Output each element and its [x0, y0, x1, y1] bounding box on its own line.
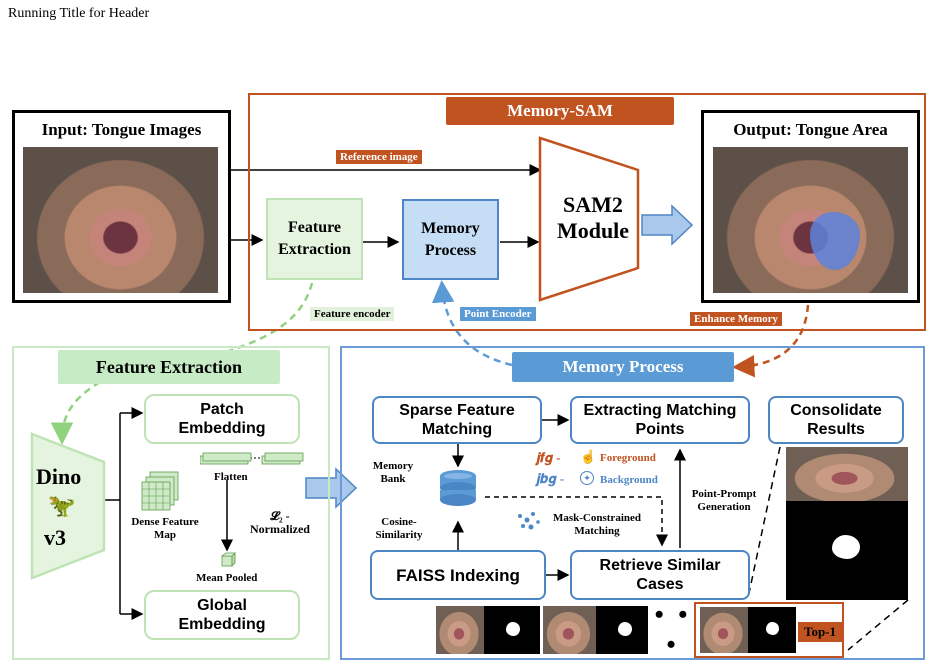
more-results-ellipsis: • • • — [654, 600, 692, 659]
database-icon — [440, 470, 476, 506]
retrieve-similar-cases-label: Retrieve Similar Cases — [599, 557, 721, 593]
retrieved-mask-1 — [484, 606, 540, 654]
point-encoder-arrow — [431, 280, 513, 367]
scatter-dots-icon — [518, 512, 540, 530]
feature-extraction-title: Feature Extraction — [58, 350, 280, 384]
output-tongue-image — [713, 147, 908, 293]
top1-mask — [748, 607, 796, 653]
l2-normalized-label: 𝓛₂ - Normalized — [250, 509, 310, 536]
background-label: Background — [600, 474, 658, 486]
top1-frame — [694, 602, 844, 658]
running-title: Running Title for Header — [8, 6, 150, 21]
feature-to-memory-block-arrow — [305, 467, 358, 509]
memory-sam-title: Memory-SAM — [446, 97, 674, 125]
consolidate-results-label: Consolidate Results — [790, 402, 882, 438]
background-point-icon: ✦ — [580, 471, 594, 485]
faiss-indexing-box: FAISS Indexing — [370, 550, 546, 600]
output-title: Output: Tongue Area — [733, 120, 888, 139]
point-prompt-generation-label: Point-Prompt Generation — [691, 488, 757, 513]
tongue-segmentation-overlay — [810, 212, 860, 270]
dino-dinosaur-icon: 🦖 — [48, 493, 76, 518]
feature-extraction-panel — [12, 346, 330, 660]
global-embedding-label: Global Embedding — [178, 597, 266, 633]
extracting-matching-points-box: Extracting Matching Points — [570, 396, 750, 444]
flatten-vector-icon — [200, 452, 304, 465]
sam2-module-shape — [538, 136, 640, 302]
feature-encoder-arrow-lower — [50, 380, 101, 445]
sparse-feature-matching-label: Sparse Feature Matching — [399, 402, 515, 438]
mean-pooled-cube-icon — [220, 552, 236, 567]
extracting-matching-points-label: Extracting Matching Points — [583, 402, 737, 438]
feature-extraction-box-label: Feature Extraction — [278, 219, 351, 258]
memory-process-panel — [340, 346, 925, 660]
memory-sam-frame — [248, 93, 926, 331]
jfg-symbol: 𝒋𝒇𝒈 - — [536, 450, 561, 465]
cosine-similarity-label: Cosine-Similarity — [375, 516, 423, 541]
jbg-symbol: 𝒋𝒃𝒈 - — [536, 471, 565, 486]
enhance-memory-tag: Enhance Memory — [690, 312, 783, 326]
dino-label: Dino — [36, 464, 82, 489]
faiss-indexing-label: FAISS Indexing — [396, 565, 520, 585]
consolidated-mask-image — [786, 501, 908, 600]
dino-version: v3 — [44, 525, 66, 550]
dino-shape — [30, 432, 106, 580]
input-title: Input: Tongue Images — [41, 120, 202, 139]
retrieve-similar-cases-box: Retrieve Similar Cases — [570, 550, 750, 600]
flatten-label: Flatten — [214, 471, 248, 483]
consolidate-results-box: Consolidate Results — [768, 396, 904, 444]
enhance-memory-arrow — [732, 304, 810, 378]
input-tongue-image — [23, 147, 218, 293]
patch-embedding-box: Patch Embedding — [144, 394, 300, 444]
sam-to-output-arrow — [641, 204, 694, 246]
sam2-module-label: SAM2 Module — [556, 192, 630, 243]
retrieved-mask-2 — [596, 606, 648, 654]
reference-image-tag: Reference image — [336, 150, 422, 164]
retrieved-image-2 — [543, 606, 596, 654]
feature-extraction-box: Feature Extraction — [266, 198, 363, 280]
patch-embedding-label: Patch Embedding — [178, 401, 266, 437]
sparse-feature-matching-box: Sparse Feature Matching — [372, 396, 542, 444]
memory-process-box-label: Memory Process — [421, 219, 480, 259]
mean-pooled-label: Mean Pooled — [196, 572, 258, 584]
mask-constrained-label: Mask-Constrained Matching — [552, 512, 641, 537]
top1-label: Top-1 — [798, 622, 842, 642]
consolidated-tongue-image — [786, 447, 908, 501]
feature-encoder-tag: Feature encoder — [310, 307, 395, 321]
memory-process-title: Memory Process — [512, 352, 734, 382]
dense-feature-cube-icon — [141, 471, 179, 511]
retrieved-image-1 — [436, 606, 484, 654]
memory-bank-label: Memory Bank — [372, 460, 414, 485]
dense-feature-map-label: Dense Feature Map — [131, 516, 199, 541]
foreground-label: Foreground — [600, 452, 656, 464]
global-embedding-box: Global Embedding — [144, 590, 300, 640]
mask-constrained-arrow — [485, 496, 668, 547]
hand-pointer-icon: ☝ — [580, 449, 597, 464]
top1-image — [700, 607, 748, 653]
memory-process-box: Memory Process — [402, 199, 499, 280]
point-encoder-tag: Point Encoder — [460, 307, 536, 321]
